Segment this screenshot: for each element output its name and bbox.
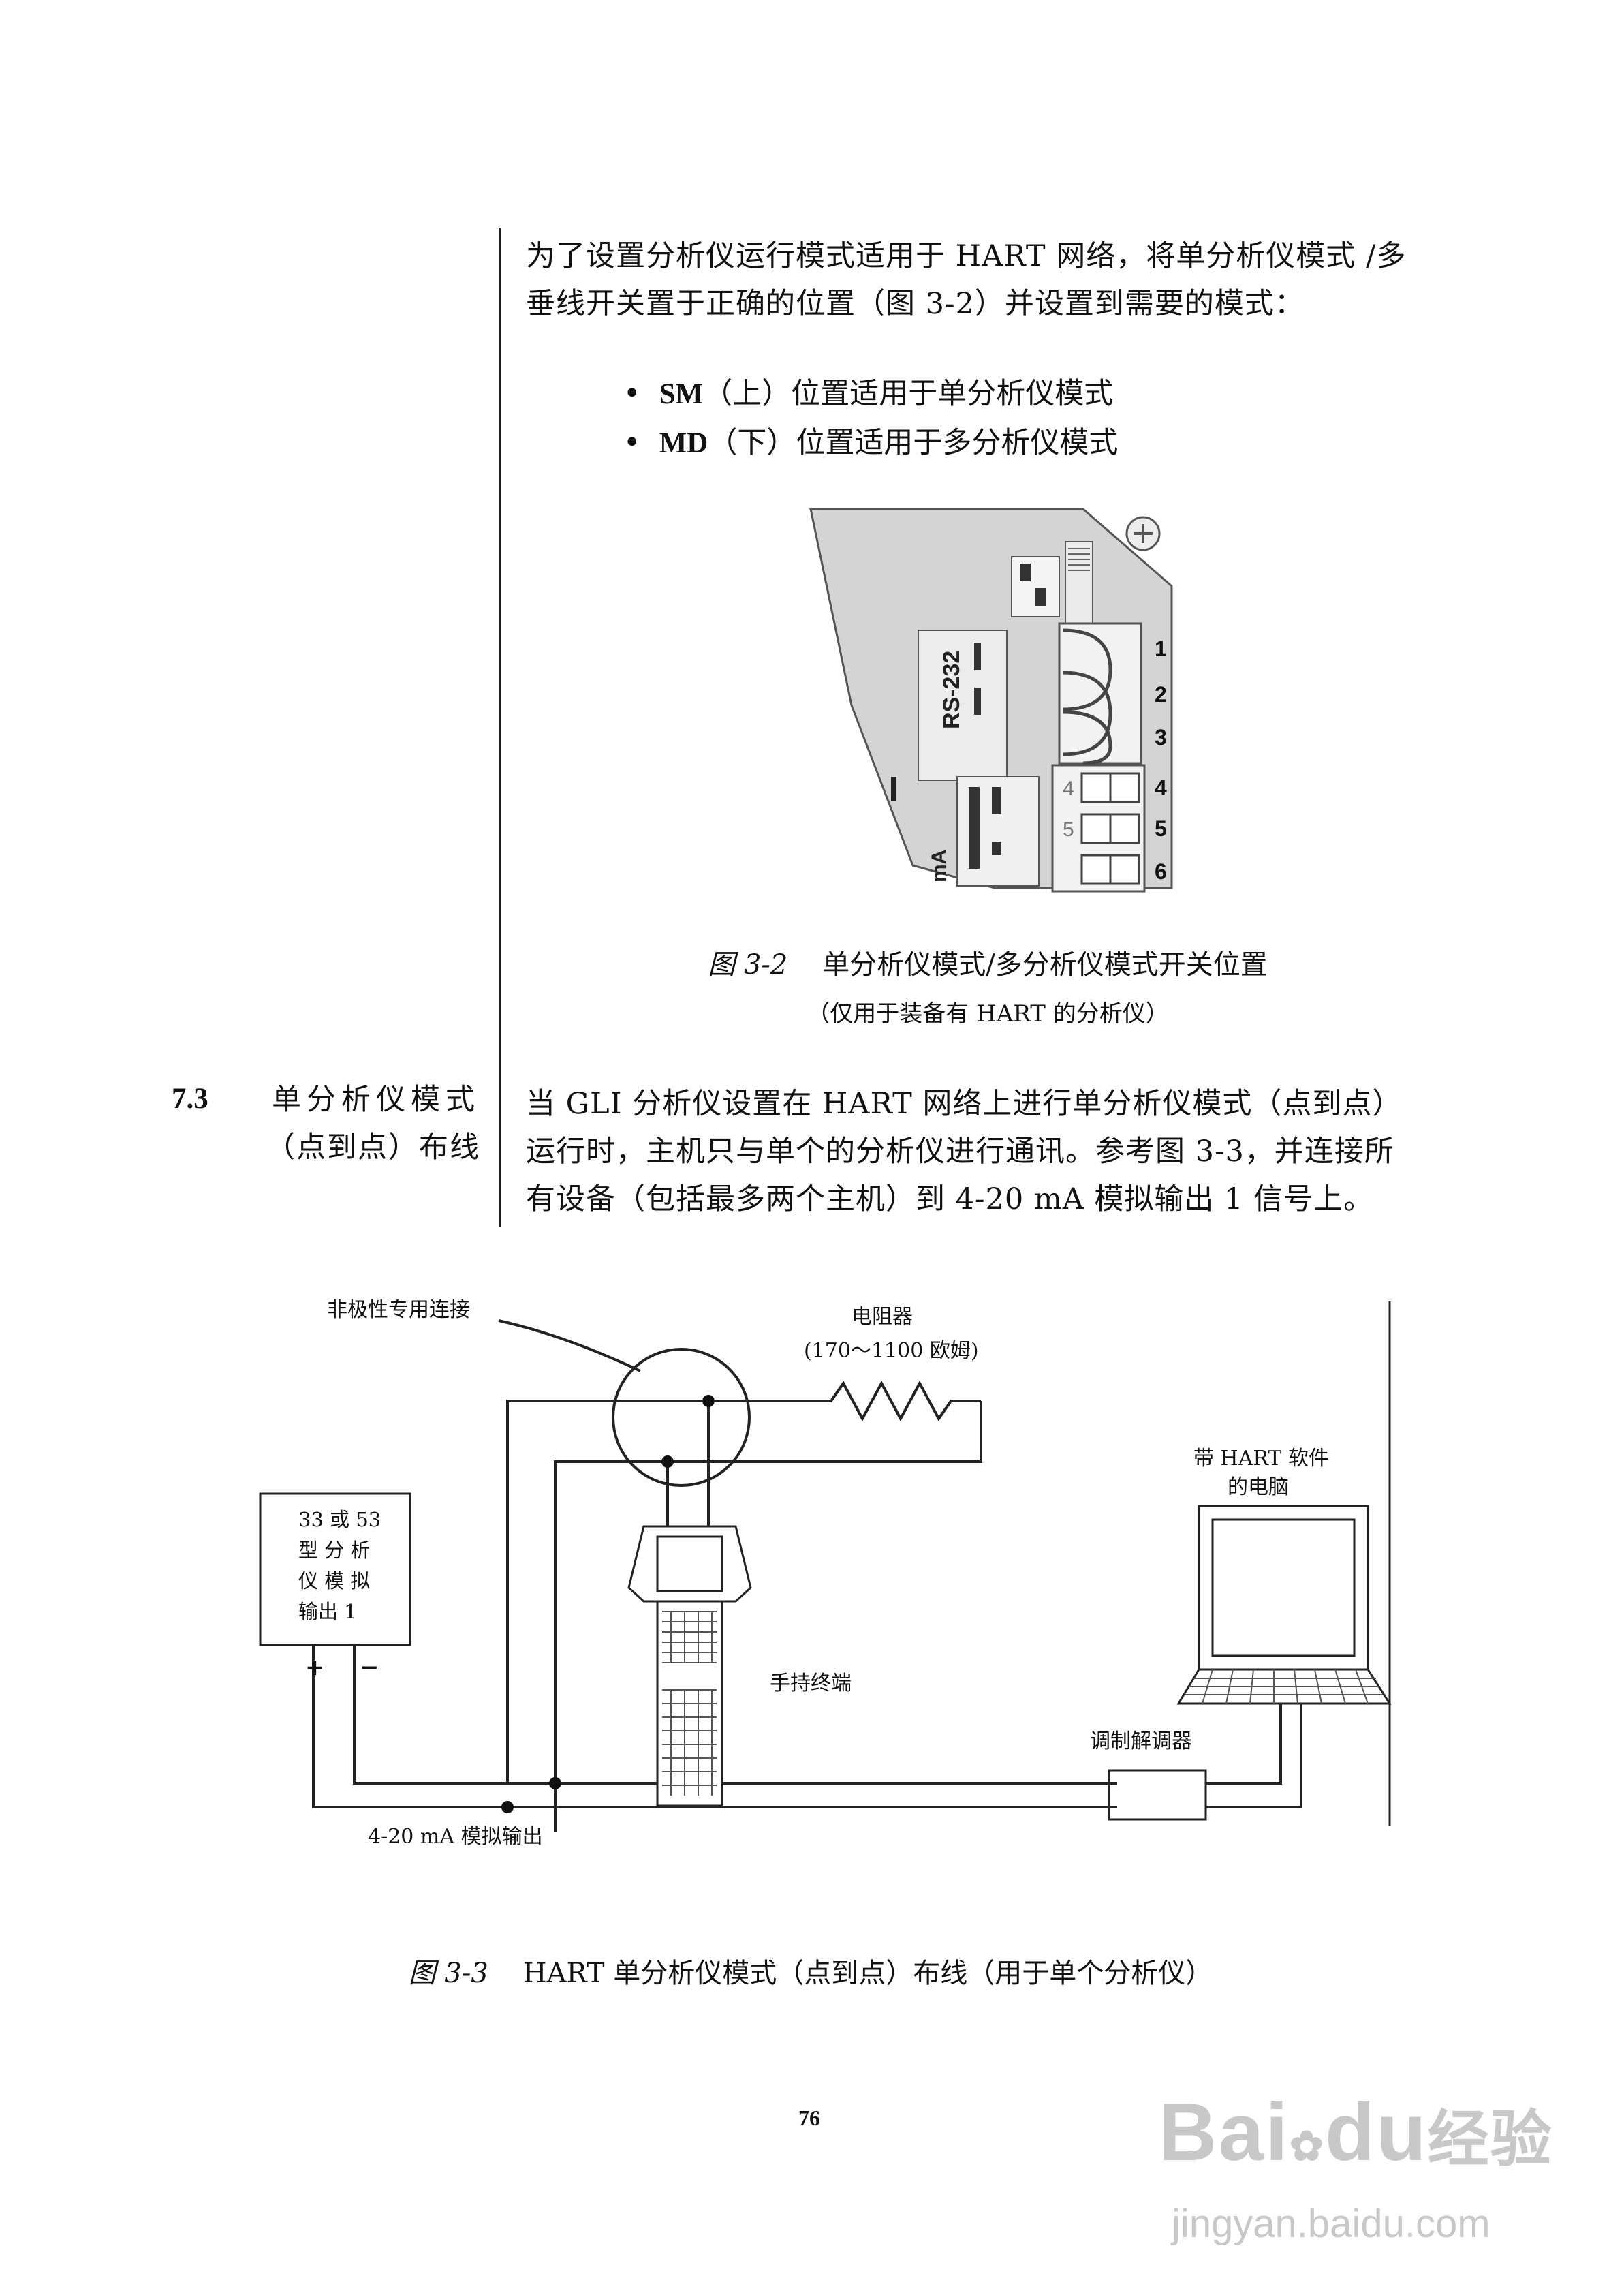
bullet-md: • MD（下）位置适用于多分析仪模式 xyxy=(623,418,1118,468)
bullet-key: SM xyxy=(659,378,704,410)
bullet-sm: • SM（上）位置适用于单分析仪模式 xyxy=(623,369,1113,419)
figure-3-2-caption: 图 3-2 单分析仪模式/多分析仪模式开关位置 xyxy=(654,944,1322,985)
label-output: 4-20 mA 模拟输出 xyxy=(368,1825,543,1849)
label-pc-2: 的电脑 xyxy=(1228,1475,1289,1499)
section-body-line-1: 当 GLI 分析仪设置在 HART 网络上进行单分析仪模式（点到点） xyxy=(526,1087,1403,1121)
figure-3-3-wiring: 非极性专用连接 电阻器 (170～1100 欧姆) 33 或 53 型 分 析 … xyxy=(259,1298,1392,1849)
figure-3-2-switch: RS-232 4 5 mA 1 2 3 4 5 6 xyxy=(809,508,1173,893)
watermark-url: jingyan.baidu.com xyxy=(1172,2202,1490,2246)
terminal-3: 3 xyxy=(1155,725,1167,750)
caption-text: HART 单分析仪模式（点到点）布线（用于单个分析仪） xyxy=(522,1958,1213,1989)
intro-line-2: 垂线开关置于正确的位置（图 3-2）并设置到需要的模式： xyxy=(526,287,1305,321)
figure-3-2-subcaption: （仅用于装备有 HART 的分析仪） xyxy=(807,1000,1169,1028)
computer-icon xyxy=(1176,1505,1392,1705)
bullet-dot: • xyxy=(623,426,659,460)
figure-3-3-caption: 图 3-3 HART 单分析仪模式（点到点）布线（用于单个分析仪） xyxy=(204,1953,1417,1994)
section-title-line-1: 单分析仪模式 xyxy=(272,1083,480,1117)
caption-number: 图 3-2 xyxy=(708,949,788,981)
label-analyzer-4: 输出 1 xyxy=(298,1600,357,1623)
modem-box xyxy=(1108,1769,1207,1821)
label-analyzer-2: 型 分 析 xyxy=(298,1539,370,1562)
caption-number: 图 3-3 xyxy=(408,1958,488,1989)
bullet-text: （上）位置适用于单分析仪模式 xyxy=(703,377,1114,411)
terminal-1: 1 xyxy=(1155,636,1167,661)
dip-switch-top xyxy=(1011,541,1093,624)
mode-switch xyxy=(956,776,1040,887)
terminal-block-round xyxy=(1058,622,1142,765)
handheld-terminal-icon xyxy=(627,1525,752,1807)
label-nonpolar: 非极性专用连接 xyxy=(327,1298,470,1322)
baidu-watermark: Bai✿du经验 xyxy=(1158,2085,1553,2179)
terminal-6: 6 xyxy=(1155,859,1167,884)
label-minus: − xyxy=(360,1654,379,1681)
intro-line-1: 为了设置分析仪运行模式适用于 HART 网络，将单分析仪模式 /多 xyxy=(526,239,1407,273)
terminal-block-square xyxy=(1051,764,1146,893)
resistor-icon xyxy=(777,1380,981,1422)
section-number: 7.3 xyxy=(172,1083,208,1115)
watermark-brand-2: du xyxy=(1325,2086,1428,2178)
terminal-4: 4 xyxy=(1155,775,1167,800)
watermark-cn: 经验 xyxy=(1427,2106,1553,2174)
section-body-line-3: 有设备（包括最多两个主机）到 4-20 mA 模拟输出 1 信号上。 xyxy=(526,1182,1374,1216)
label-resistor-range: (170～1100 欧姆) xyxy=(804,1339,979,1363)
bullet-text: （下）位置适用于多分析仪模式 xyxy=(708,426,1119,460)
analyzer-box xyxy=(259,1492,411,1646)
bullet-dot: • xyxy=(623,377,659,411)
bullet-key: MD xyxy=(659,427,708,459)
label-plus: + xyxy=(305,1654,325,1681)
watermark-brand: Bai xyxy=(1158,2086,1290,2178)
rs232-label: RS-232 xyxy=(939,651,965,729)
column-divider xyxy=(499,228,501,1227)
screw-icon xyxy=(1125,516,1161,551)
inner-label-4: 4 xyxy=(1063,777,1074,800)
terminal-2: 2 xyxy=(1155,682,1167,707)
label-handheld: 手持终端 xyxy=(770,1672,852,1695)
ma-label: mA xyxy=(928,850,950,882)
label-modem: 调制解调器 xyxy=(1090,1729,1192,1753)
label-pc-1: 带 HART 软件 xyxy=(1193,1447,1329,1470)
page-number: 76 xyxy=(798,2106,820,2130)
terminal-5: 5 xyxy=(1155,816,1167,841)
label-analyzer-3: 仪 模 拟 xyxy=(298,1569,370,1592)
label-resistor: 电阻器 xyxy=(852,1305,913,1329)
section-title-line-2: （点到点）布线 xyxy=(266,1130,480,1165)
section-body-line-2: 运行时，主机只与单个的分析仪进行通讯。参考图 3-3，并连接所 xyxy=(526,1135,1394,1169)
connection-circle xyxy=(612,1348,751,1487)
paw-icon: ✿ xyxy=(1289,2123,1326,2169)
inner-label-5: 5 xyxy=(1063,818,1074,841)
label-analyzer-1: 33 或 53 xyxy=(298,1508,381,1531)
caption-text: 单分析仪模式/多分析仪模式开关位置 xyxy=(822,949,1268,981)
rs232-block xyxy=(918,630,1008,781)
